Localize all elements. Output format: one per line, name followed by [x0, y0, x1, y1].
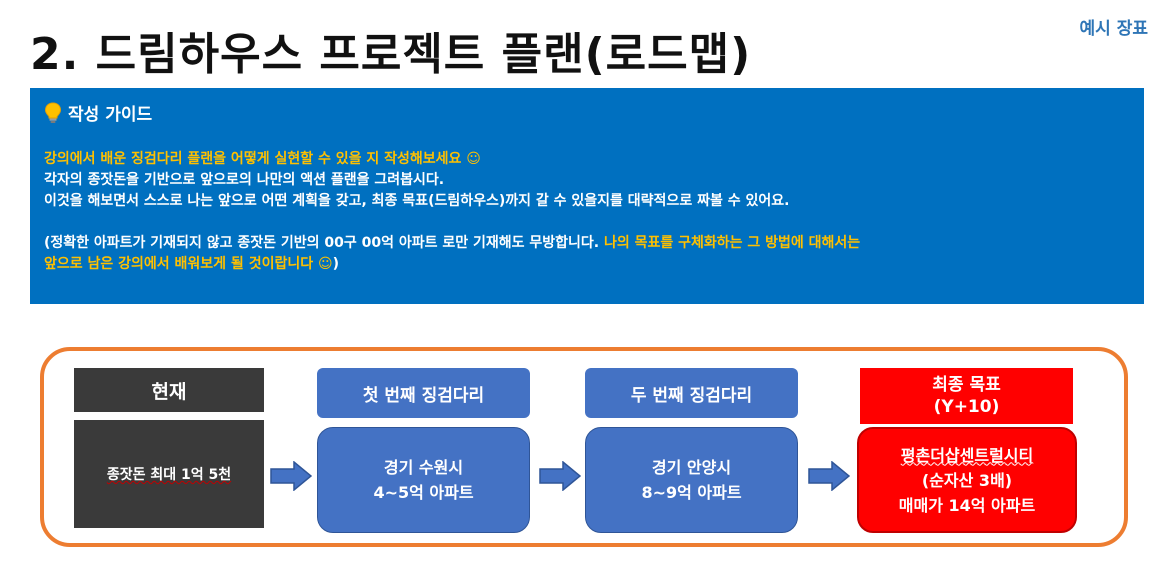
guide-line-3: 이것을 해보면서 스스로 나는 앞으로 어떤 계획을 갖고, 최종 목표(드림하…: [44, 193, 790, 209]
roadmap-frame: [40, 347, 1128, 547]
goal-label-title: 최종 목표: [932, 375, 1001, 395]
current-label: 현재: [74, 368, 264, 412]
guide-note-2: 앞으로 남은 강의에서 배워보게 될 것이랍니다 ☺): [44, 254, 1130, 275]
step1-region: 경기 수원시: [383, 458, 464, 477]
current-state: 종잣돈 최대 1억 5천: [74, 420, 264, 528]
current-seed-money: 종잣돈 최대 1억 5천: [106, 467, 232, 483]
guide-body: 강의에서 배운 징검다리 플랜을 어떻게 실현할 수 있을 지 작성해보세요 ☺…: [44, 149, 1130, 275]
guide-note-highlight-2: 앞으로 남은 강의에서 배워보게 될 것이랍니다 ☺: [44, 256, 333, 272]
arrow-right-icon: [808, 461, 850, 491]
example-slide-tag: 예시 장표: [1079, 19, 1148, 39]
guide-note-end: ): [332, 256, 339, 272]
step2-label: 두 번째 징검다리: [585, 368, 798, 418]
step1-label: 첫 번째 징검다리: [317, 368, 530, 418]
step2-region: 경기 안양시: [651, 458, 732, 477]
step1-box: 경기 수원시 4~5억 아파트: [317, 427, 530, 533]
goal-label-year: (Y+10): [933, 397, 1000, 417]
goal-price: 매매가 14억 아파트: [898, 495, 1036, 515]
guide-line-1: 강의에서 배운 징검다리 플랜을 어떻게 실현할 수 있을 지 작성해보세요 ☺: [44, 151, 481, 167]
arrow-right-icon: [539, 461, 581, 491]
guide-line-2: 각자의 종잣돈을 기반으로 앞으로의 나만의 액션 플랜을 그려봅시다.: [44, 172, 445, 188]
goal-box: 평촌더샵센트럴시티 (순자산 3배) 매매가 14억 아파트: [857, 427, 1077, 533]
guide-note: (정확한 아파트가 기재되지 않고 종잣돈 기반의 00구 00억 아파트 로만…: [44, 233, 1130, 254]
step1-price: 4~5억 아파트: [373, 483, 474, 502]
step2-price: 8~9억 아파트: [641, 483, 742, 502]
guide-heading: 작성 가이드: [44, 100, 1130, 125]
guide-note-white: (정확한 아파트가 기재되지 않고 종잣돈 기반의 00구 00억 아파트 로만…: [44, 235, 604, 251]
goal-apartment-name: 평촌더샵센트럴시티: [900, 445, 1034, 465]
page-title: 2. 드림하우스 프로젝트 플랜(로드맵): [30, 29, 752, 80]
arrow-right-icon: [270, 461, 312, 491]
guide-note-highlight-1: 나의 목표를 구체화하는 그 방법에 대해서는: [603, 235, 861, 251]
goal-net-worth: (순자산 3배): [921, 470, 1013, 490]
step2-box: 경기 안양시 8~9억 아파트: [585, 427, 798, 533]
writing-guide-panel: 작성 가이드 강의에서 배운 징검다리 플랜을 어떻게 실현할 수 있을 지 작…: [30, 88, 1144, 304]
lightbulb-icon: [44, 101, 62, 123]
guide-heading-text: 작성 가이드: [68, 105, 153, 125]
goal-label: 최종 목표 (Y+10): [860, 368, 1073, 424]
